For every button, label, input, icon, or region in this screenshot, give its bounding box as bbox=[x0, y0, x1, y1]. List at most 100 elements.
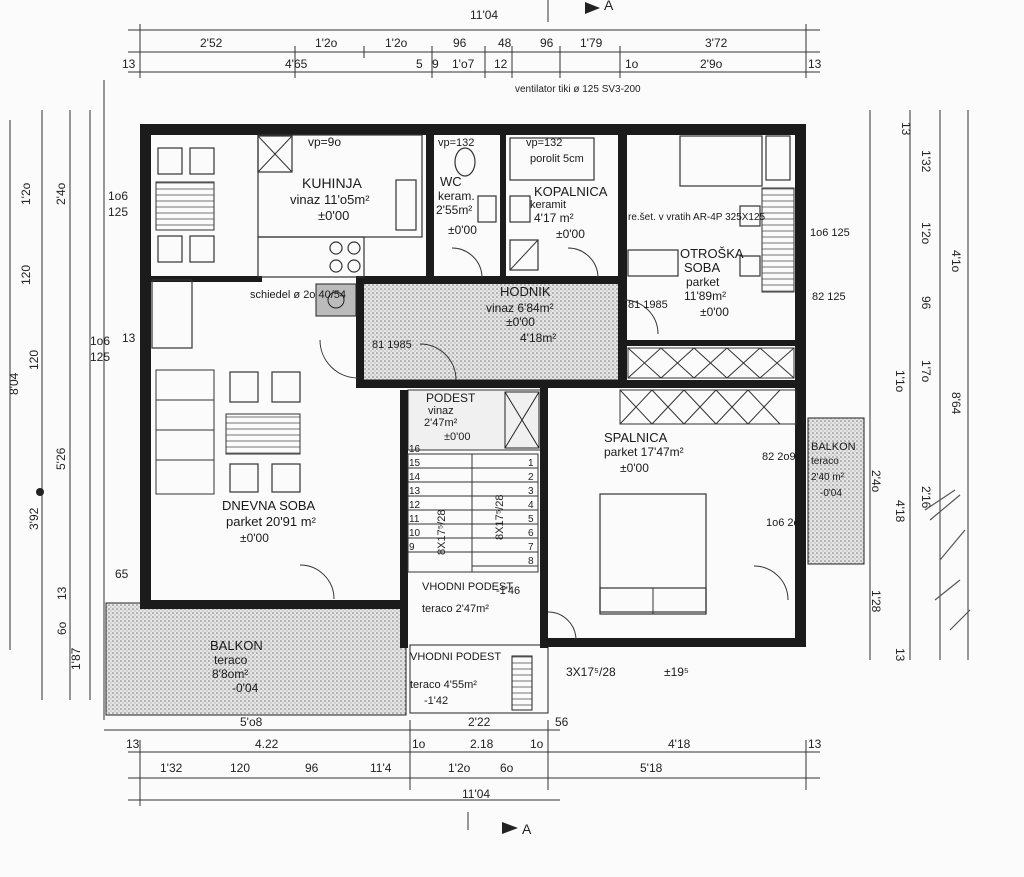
stair-step-14: 14 bbox=[409, 472, 421, 483]
dim-bot2-3: 1o bbox=[412, 737, 426, 751]
landing-floor: vinaz bbox=[428, 405, 454, 417]
landing-box bbox=[504, 391, 540, 449]
hall-level: ±0'00 bbox=[506, 315, 535, 329]
dim-left-14: 1o6 bbox=[90, 334, 110, 348]
stair-step-11: 11 bbox=[409, 514, 420, 525]
bedroom-furniture bbox=[599, 389, 797, 615]
stair-step-13: 13 bbox=[409, 486, 421, 497]
level-marker-left-icon bbox=[36, 488, 44, 496]
stairs-label-1: 8X17⁵/28 bbox=[436, 509, 448, 555]
kitchen-level: ±0'00 bbox=[318, 208, 349, 223]
dim-top2-7: 1o bbox=[625, 57, 639, 71]
dim-bot-3: 56 bbox=[555, 715, 569, 729]
dim-top-5: 48 bbox=[498, 36, 512, 50]
entry-landing2-level: -1'42 bbox=[424, 695, 448, 707]
wc-level: ±0'00 bbox=[448, 223, 477, 237]
bath-note: porolit 5cm bbox=[530, 153, 584, 165]
stair-step-9: 9 bbox=[409, 542, 415, 553]
dim-right-4: 4'1o bbox=[949, 250, 963, 273]
dim-top2-2: 4'65 bbox=[285, 57, 308, 71]
dim-bot3-4: 11'4 bbox=[370, 761, 392, 775]
balcony-west-name: BALKON bbox=[210, 638, 263, 653]
living-level: ±0'00 bbox=[240, 531, 269, 545]
section-mark-top: A bbox=[604, 0, 614, 13]
balcony-east-name: BALKON bbox=[811, 441, 856, 453]
dim-right-10: 4'18 bbox=[893, 500, 907, 523]
door-swings bbox=[299, 247, 789, 641]
dim-right-6: 8'64 bbox=[949, 392, 963, 415]
dim-top-2: 1'2o bbox=[315, 36, 338, 50]
balcony-west bbox=[105, 602, 407, 716]
dim-bot-2: 2'22 bbox=[468, 715, 491, 729]
child-area: 11'89m² bbox=[684, 289, 726, 303]
bath-area: 4'17 m² bbox=[534, 211, 574, 225]
dim-bot2-1: 13 bbox=[126, 737, 140, 751]
landing-level: ±0'00 bbox=[444, 431, 471, 443]
stair-step-16: 16 bbox=[409, 444, 421, 455]
section-mark-bottom: A bbox=[522, 821, 532, 837]
dim-left-4: 8'04 bbox=[7, 372, 21, 395]
stair-step-12: 12 bbox=[409, 500, 421, 511]
overall-width-bottom: 11'04 bbox=[462, 787, 490, 801]
chimney-label: schiedel ø 2o 40/54 bbox=[250, 289, 346, 301]
dim-top-4: 96 bbox=[453, 36, 467, 50]
staircase: 16 15 14 13 12 11 10 9 1 2 3 4 5 6 7 8 8… bbox=[407, 444, 539, 573]
window-82-125: 82 125 bbox=[812, 291, 846, 303]
wc-area: 2'55m² bbox=[436, 203, 472, 217]
dim-bot2-2: 4.22 bbox=[255, 737, 279, 751]
stair-step-4: 4 bbox=[528, 500, 534, 511]
dim-right-5: 96 bbox=[919, 296, 933, 310]
dim-top2-1: 13 bbox=[122, 57, 136, 71]
bathroom-fixtures bbox=[454, 137, 595, 271]
stair-step-15: 15 bbox=[409, 458, 421, 469]
stair-step-8: 8 bbox=[528, 556, 534, 567]
child-name-1: OTROŠKA bbox=[680, 246, 744, 261]
bath-vp: vp=132 bbox=[526, 137, 562, 149]
entry-landing-outer bbox=[409, 644, 549, 714]
dim-right-7: 1'7o bbox=[919, 360, 933, 383]
dim-bot-1: 5'o8 bbox=[240, 715, 263, 729]
dim-left-15: 125 bbox=[90, 350, 110, 364]
hall-extra: 4'18m² bbox=[520, 331, 556, 345]
child-note: re.šet. v vratih AR-4P 325X125 bbox=[628, 212, 766, 223]
bath-name: KOPALNICA bbox=[534, 184, 608, 199]
stairs-label-2: 8X17⁵/28 bbox=[494, 494, 506, 540]
dim-top-3: 1'2o bbox=[385, 36, 408, 50]
living-room-furniture bbox=[155, 369, 301, 495]
dim-left-12: 1o6 bbox=[108, 189, 128, 203]
window-106-125: 1o6 125 bbox=[810, 227, 850, 239]
child-name-2: SOBA bbox=[684, 260, 720, 275]
dim-top2-5: 1'o7 bbox=[452, 57, 475, 71]
stairs3-label: 3X17⁵/28 bbox=[566, 665, 616, 679]
balcony-east-floor: teraco bbox=[811, 456, 839, 467]
dim-right-3: 1'2o bbox=[919, 222, 933, 245]
dim-bot3-7: 5'18 bbox=[640, 761, 663, 775]
stair-step-5: 5 bbox=[528, 514, 534, 525]
kitchen-floor: vinaz 11'o5m² bbox=[290, 192, 370, 207]
handwritten-marks bbox=[924, 489, 971, 631]
outside-level: ±19⁵ bbox=[664, 665, 689, 679]
wc-vp: vp=132 bbox=[438, 137, 474, 149]
dim-bot3-1: 1'32 bbox=[160, 761, 183, 775]
door-106-label: 1o6 2o9 bbox=[766, 517, 806, 529]
walls bbox=[140, 124, 806, 648]
dim-bot3-5: 1'2o bbox=[448, 761, 471, 775]
left-dimensions: 1'2o 2'4o 120 8'04 120 5'26 3'92 13 6o 1… bbox=[7, 80, 136, 720]
room-labels: KUHINJA vinaz 11'o5m² ±0'00 vp=9o WC ker… bbox=[210, 135, 856, 707]
wc-name: WC bbox=[440, 174, 462, 189]
kitchen-vp: vp=9o bbox=[308, 135, 341, 149]
section-arrow-bottom-icon bbox=[502, 822, 518, 834]
dim-bot3-2: 120 bbox=[230, 761, 250, 775]
dim-right-8: 1'1o bbox=[893, 370, 907, 393]
dim-right-1: 13 bbox=[899, 122, 913, 136]
balcony-east bbox=[807, 417, 865, 565]
door-81-label: 81 1985 bbox=[372, 339, 412, 351]
hall-floor bbox=[359, 281, 623, 381]
dim-bot3-6: 6o bbox=[500, 761, 514, 775]
child-level: ±0'00 bbox=[700, 305, 729, 319]
dim-right-2: 1'32 bbox=[919, 150, 933, 173]
landing-name: PODEST bbox=[426, 391, 476, 405]
dim-left-2: 2'4o bbox=[54, 182, 68, 205]
door-82-label: 82 2o9 bbox=[762, 451, 796, 463]
stair-step-2: 2 bbox=[528, 472, 534, 483]
